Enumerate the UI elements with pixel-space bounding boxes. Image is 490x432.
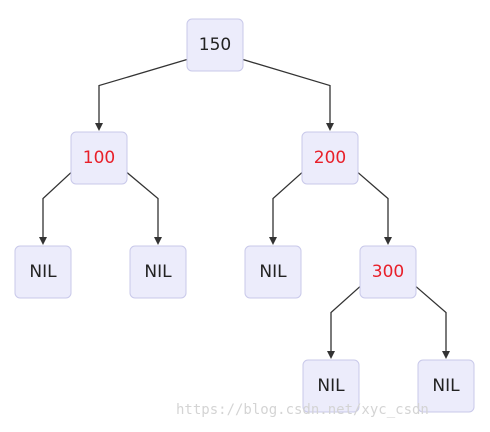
edge-n150-n200 xyxy=(242,58,331,124)
arrowhead-n200-nilC xyxy=(269,237,277,245)
tree-node-nilA: NIL xyxy=(14,245,72,299)
tree-node-n100: 100 xyxy=(70,131,128,185)
arrowhead-n100-nilB xyxy=(154,237,162,245)
arrowhead-n150-n200 xyxy=(326,123,334,131)
node-label-nilC: NIL xyxy=(259,262,287,282)
node-box-nilC xyxy=(244,245,302,299)
tree-node-nilE: NIL xyxy=(417,359,475,413)
arrowhead-n150-n100 xyxy=(95,123,103,131)
tree-node-nilD: NIL xyxy=(302,359,360,413)
edge-n100-nilB xyxy=(126,172,159,238)
tree-node-n300: 300 xyxy=(359,245,417,299)
node-box-nilB xyxy=(129,245,187,299)
node-label-nilE: NIL xyxy=(432,376,460,396)
arrowhead-n300-nilE xyxy=(442,351,450,359)
edge-n200-nilC xyxy=(272,172,303,238)
edge-n150-n100 xyxy=(98,58,188,124)
node-label-n300: 300 xyxy=(372,262,404,282)
edges-layer xyxy=(39,58,450,359)
edge-n300-nilD xyxy=(330,286,361,352)
node-box-nilD xyxy=(302,359,360,413)
watermark-text: https://blog.csdn.net/xyc_csdn xyxy=(176,402,429,418)
node-label-n200: 200 xyxy=(314,148,346,168)
node-label-n100: 100 xyxy=(83,148,115,168)
node-box-n300 xyxy=(359,245,417,299)
edge-n300-nilE xyxy=(415,286,447,352)
node-label-nilB: NIL xyxy=(144,262,172,282)
node-box-n100 xyxy=(70,131,128,185)
edge-n200-n300 xyxy=(357,172,389,238)
arrowhead-n100-nilA xyxy=(39,237,47,245)
arrowhead-n200-n300 xyxy=(384,237,392,245)
node-label-n150: 150 xyxy=(199,35,231,55)
edge-n100-nilA xyxy=(42,172,72,238)
node-box-n150 xyxy=(186,18,244,72)
tree-node-n150: 150 xyxy=(186,18,244,72)
tree-node-nilB: NIL xyxy=(129,245,187,299)
node-label-nilD: NIL xyxy=(317,376,345,396)
arrowhead-n300-nilD xyxy=(327,351,335,359)
tree-node-nilC: NIL xyxy=(244,245,302,299)
node-box-nilA xyxy=(14,245,72,299)
node-box-nilE xyxy=(417,359,475,413)
node-label-nilA: NIL xyxy=(29,262,57,282)
tree-node-n200: 200 xyxy=(301,131,359,185)
node-box-n200 xyxy=(301,131,359,185)
